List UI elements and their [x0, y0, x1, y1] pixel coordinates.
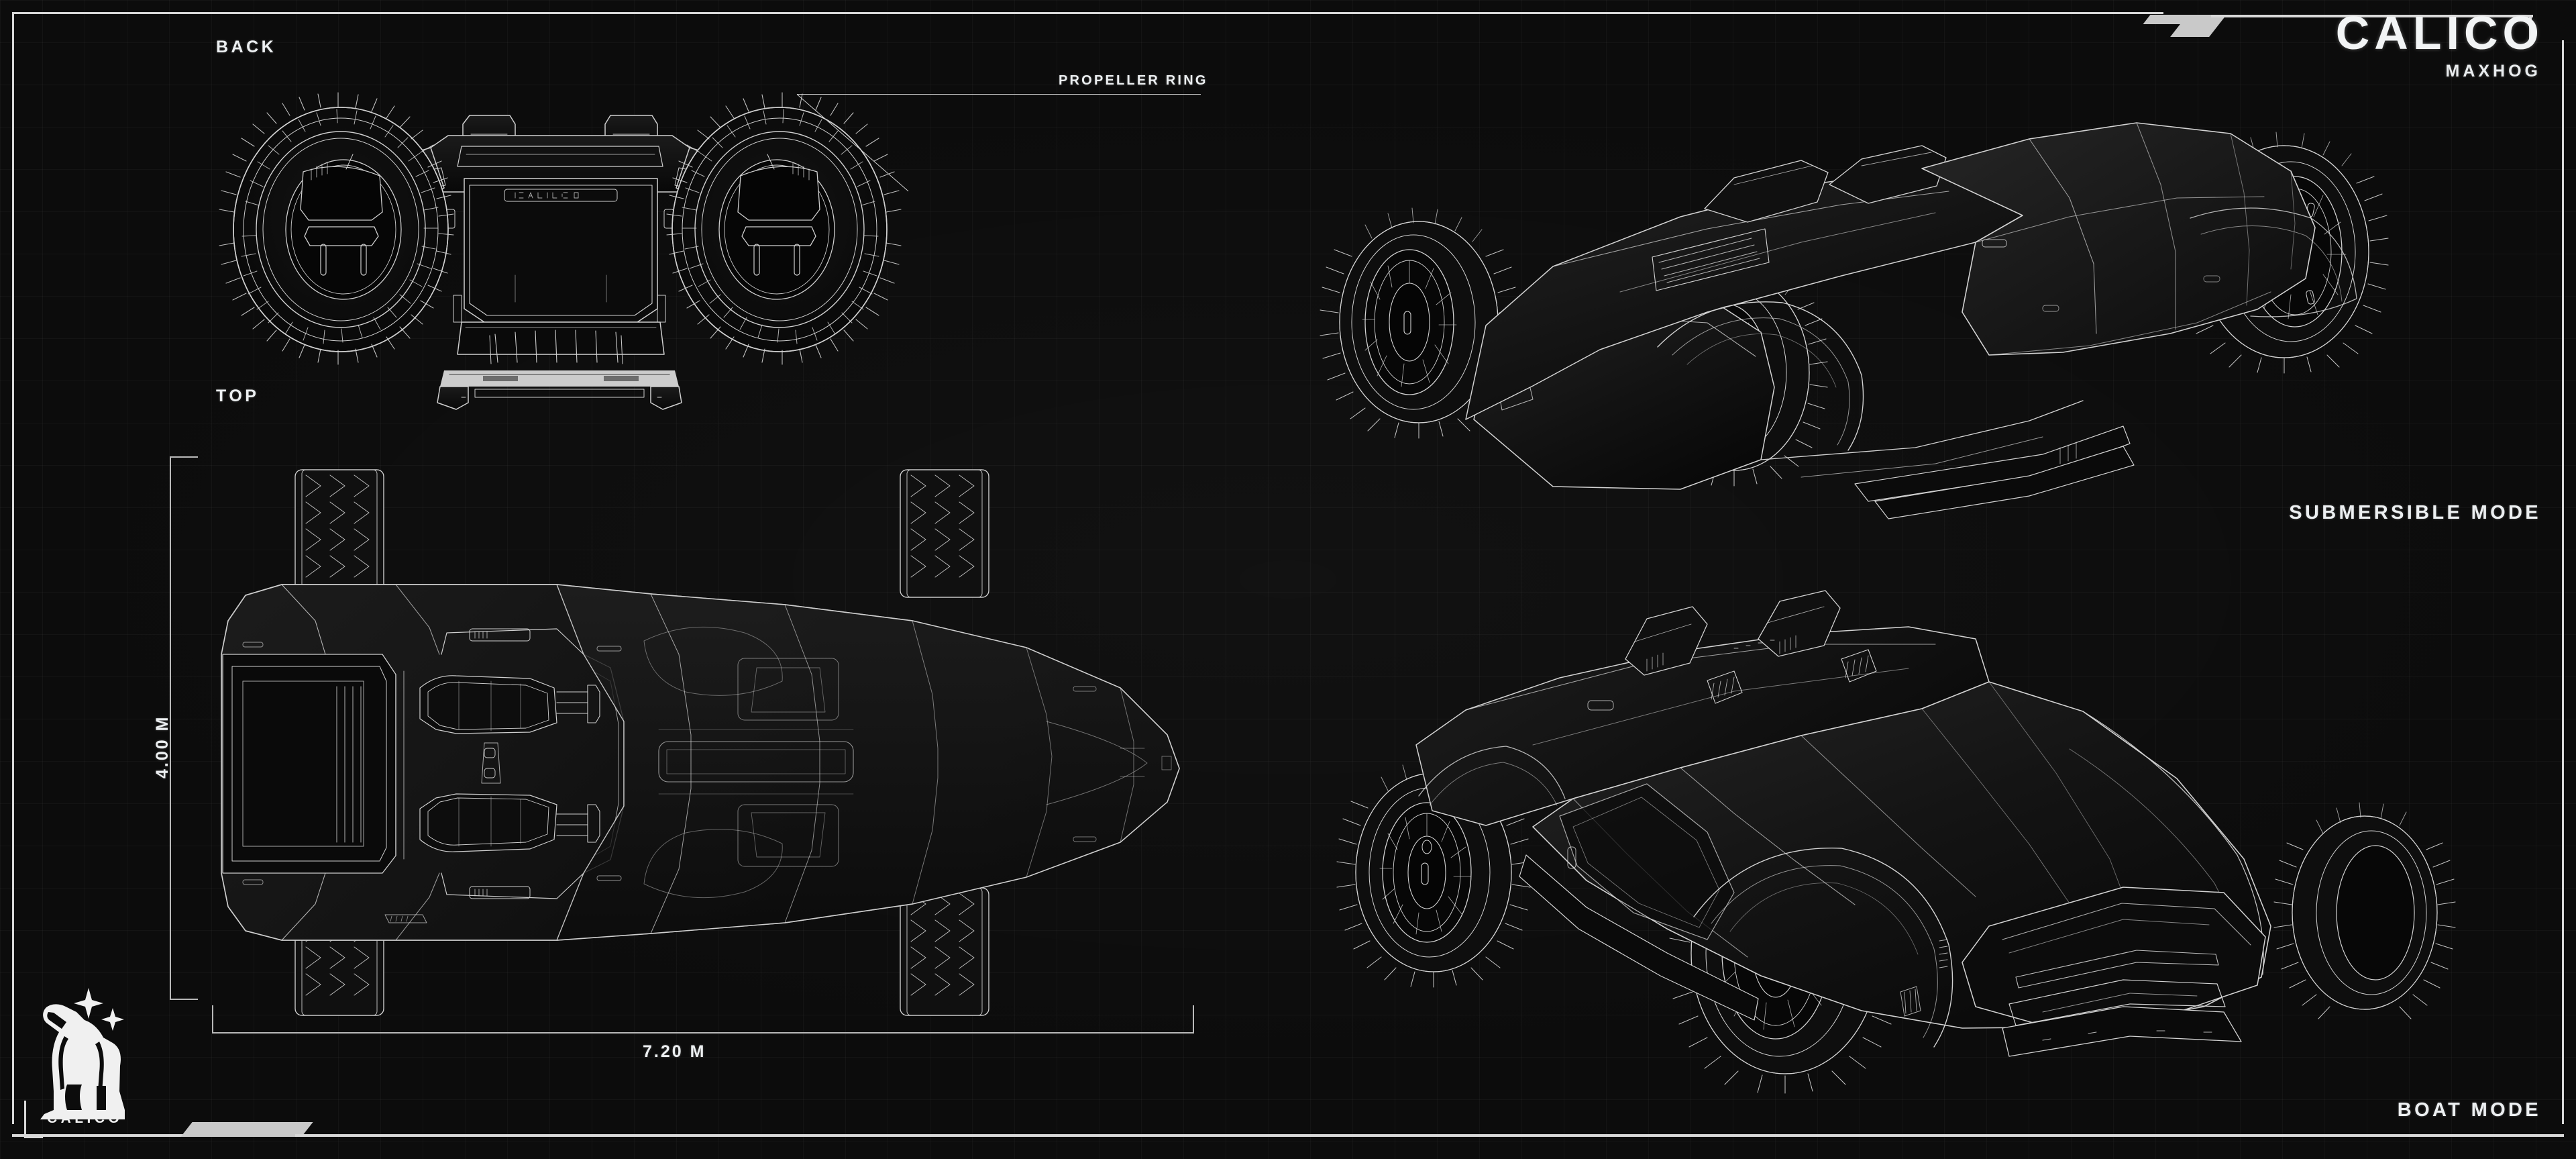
callout-label-propeller-ring: PROPELLER RING [1059, 73, 1208, 88]
sparkle-icon [74, 988, 103, 1019]
submersible-mode-drawing [1320, 84, 2532, 519]
view-label-boat-mode: BOAT MODE [2397, 1099, 2541, 1121]
polar-bear-logo [24, 985, 165, 1140]
dimension-tick-width-right [1193, 1005, 1194, 1034]
dimension-label-width: 7.20 M [643, 1042, 706, 1061]
corner-bracket-top-right [2529, 15, 2532, 43]
sparkle-icon [101, 1008, 124, 1031]
dimension-label-height: 4.00 M [153, 715, 172, 778]
top-view-drawing [181, 453, 1214, 1030]
dimension-tick-height-top [170, 456, 198, 458]
view-label-top: TOP [216, 387, 260, 405]
boat-mode-drawing [1332, 577, 2532, 1107]
view-label-back: BACK [216, 38, 277, 56]
dimension-line-width [212, 1032, 1194, 1034]
top-rule [57, 12, 2163, 14]
corner-bracket-top-left [12, 12, 59, 39]
top-right-rule [2211, 15, 2533, 17]
dimension-tick-width-left [212, 1005, 213, 1034]
corner-bracket-brand [24, 1101, 43, 1140]
model-name: MAXHOG [2445, 62, 2541, 81]
left-frame-rule [12, 37, 14, 1124]
bottom-rule-right [295, 1134, 2564, 1137]
brand-wordmark: CALICO [47, 1111, 123, 1126]
bottom-rule-left [12, 1134, 186, 1137]
page-title: CALICO [2335, 7, 2544, 59]
dimension-line-height [170, 456, 171, 1000]
back-view-drawing [195, 54, 906, 410]
view-label-submersible-mode: SUBMERSIBLE MODE [2289, 502, 2541, 523]
callout-leader-horizontal [797, 94, 1201, 95]
dimension-tick-height-bottom [170, 999, 198, 1000]
right-frame-rule [2562, 40, 2564, 1124]
